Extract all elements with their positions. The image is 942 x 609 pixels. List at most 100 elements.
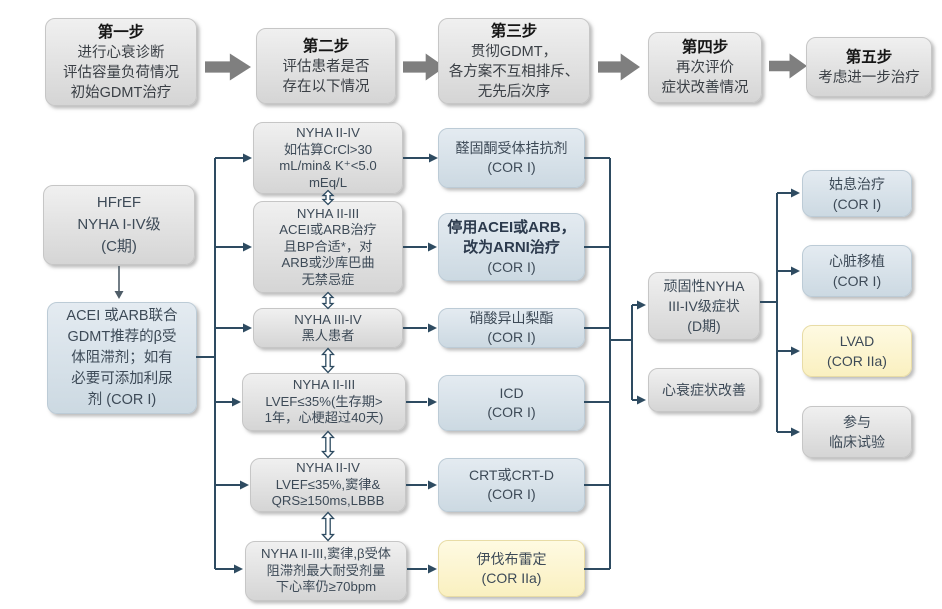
text-line: 体阻滞剂；如有 [71, 349, 173, 366]
connector-line [403, 157, 429, 570]
text-line: NYHA II-III [296, 205, 360, 221]
step-title: 第四步 [681, 39, 729, 56]
text-line: ICD [499, 385, 524, 401]
text-line: 再次评价 [676, 60, 734, 76]
text-line: NYHA II-IV [296, 460, 360, 476]
text-line: (COR IIa) [827, 353, 887, 369]
right-block-arrow-icon [769, 53, 807, 79]
text-line: 考虑进一步治疗 [818, 69, 920, 86]
text-line: 进行心衰诊断 [77, 44, 165, 61]
condition-sinus-hr70-box: NYHA II-III,窦律,β受体 阻滞剂最大耐受剂量 下心率仍≥70bpm [245, 541, 407, 601]
treatment-crt-box: CRT或CRT-D (COR I) [438, 458, 585, 512]
further-transplant-box: 心脏移植 (COR I) [802, 245, 912, 297]
text-line: 无禁忌症 [301, 271, 355, 287]
text-line: 参与 [843, 414, 871, 430]
step-title: 第一步 [97, 23, 145, 41]
step-title: 第五步 [845, 48, 893, 66]
text-line: (COR I) [487, 404, 536, 420]
step5-box: 第五步 考虑进一步治疗 [806, 37, 932, 97]
condition-acei-arb-bp-box: NYHA II-III ACEI或ARB治疗 且BP合适*，对 ARB或沙库巴曲… [253, 201, 403, 293]
text-line: 且BP合适*，对 [283, 238, 373, 254]
treatment-isdn-box: 硝酸异山梨酯 (COR I) [438, 308, 585, 348]
down-arrow-icon [114, 266, 124, 299]
initial-gdmt-therapy-box: ACEI 或ARB联合 GDMT推荐的β受 体阻滞剂；如有 必要可添加利尿 剂 … [47, 302, 197, 414]
text-line: (COR IIa) [481, 569, 542, 586]
text-line: 下心率仍≥70bpm [275, 579, 377, 595]
text-line: LVEF≤35%,窦律& [275, 476, 381, 492]
text-line: LVAD [839, 333, 875, 349]
text-line: mEq/L [308, 174, 348, 190]
further-palliative-box: 姑息治疗 (COR I) [802, 170, 912, 217]
treatment-icd-box: ICD (COR I) [438, 375, 585, 431]
right-block-arrow-icon [598, 53, 640, 81]
text-line: (COR I) [487, 486, 536, 502]
connector-line [196, 158, 216, 569]
step2-box: 第二步 评估患者是否 存在以下情况 [256, 28, 396, 104]
text-line: (D期) [687, 318, 721, 334]
text-line: (C期) [101, 238, 137, 255]
connector-line [610, 304, 637, 401]
treatment-arni-box: 停用ACEI或ARB， 改为ARNI治疗 (COR I) [438, 213, 585, 281]
text-line: (COR I) [487, 329, 536, 345]
text-line: ARB或沙库巴曲 [281, 255, 375, 271]
text-line: 停用ACEI或ARB， [447, 218, 576, 236]
text-line: NYHA II-III,窦律,β受体 [261, 546, 391, 562]
text-line: 初始GDMT治疗 [70, 84, 172, 101]
text-line: (COR I) [487, 159, 536, 175]
further-trial-box: 参与 临床试验 [802, 406, 912, 458]
text-line: 姑息治疗 [829, 175, 885, 192]
condition-lvef35-survival-box: NYHA II-III LVEF≤35%(生存期> 1年，心梗超过40天) [242, 373, 406, 431]
text-line: 心脏移植 [829, 253, 885, 269]
text-line: 评估患者是否 [282, 58, 370, 75]
text-line: ACEI或ARB治疗 [279, 222, 377, 238]
text-line: HFrEF [96, 194, 142, 211]
step3-box: 第三步 贯彻GDMT， 各方案不互相排斥、 无先后次序 [438, 18, 590, 104]
text-line: ACEI 或ARB联合 [66, 307, 178, 324]
text-line: QRS≥150ms,LBBB [271, 493, 385, 509]
text-line: mL/min& K⁺<5.0 [279, 158, 377, 173]
text-line: 黑人患者 [301, 328, 355, 343]
condition-lvef35-qrs-box: NYHA II-IV LVEF≤35%,窦律& QRS≥150ms,LBBB [250, 458, 406, 512]
text-line: CRT或CRT-D [468, 467, 555, 483]
step1-box: 第一步 进行心衰诊断 评估容量负荷情况 初始GDMT治疗 [45, 18, 197, 106]
text-line: 剂 (COR I) [87, 391, 157, 408]
text-line: 临床试验 [829, 434, 885, 450]
treatment-ivabradine-box: 伊伐布雷定 (COR IIa) [438, 540, 585, 597]
text-line: 醛固酮受体拮抗剂 [455, 140, 568, 156]
text-line: (COR I) [832, 273, 882, 289]
text-line: (COR I) [832, 195, 882, 212]
text-line: 顽固性NYHA [663, 278, 745, 294]
further-lvad-box: LVAD (COR IIa) [802, 325, 912, 377]
text-line: LVEF≤35%(生存期> [265, 393, 383, 409]
hfref-stage-c-box: HFrEF NYHA I-IV级 (C期) [43, 185, 195, 265]
step4-box: 第四步 再次评价 症状改善情况 [648, 32, 762, 103]
connector-line [760, 192, 791, 433]
text-line: 必要可添加利尿 [71, 370, 173, 387]
text-line: (COR I) [487, 258, 536, 275]
text-line: 1年，心梗超过40天) [264, 410, 384, 426]
condition-black-patients-box: NYHA III-IV 黑人患者 [253, 308, 403, 348]
text-line: 存在以下情况 [282, 78, 370, 95]
text-line: 各方案不互相排斥、 [448, 63, 580, 80]
text-line: 阻滞剂最大耐受剂量 [266, 562, 386, 578]
text-line: 无先后次序 [477, 83, 551, 100]
text-line: 症状改善情况 [661, 80, 749, 96]
connector-line [215, 157, 243, 570]
connector-line [584, 157, 611, 570]
step-title: 第二步 [302, 37, 350, 55]
treatment-mra-box: 醛固酮受体拮抗剂 (COR I) [438, 128, 585, 188]
text-line: III-IV级症状 [668, 298, 740, 314]
right-block-arrow-icon [205, 53, 251, 81]
condition-crcl-k-box: NYHA II-IV 如估算CrCl>30 mL/min& K⁺<5.0 mEq… [253, 122, 403, 194]
text-line: NYHA I-IV级 [77, 216, 161, 233]
text-line: 贯彻GDMT， [470, 43, 558, 60]
text-line: NYHA III-IV [294, 311, 362, 327]
text-line: GDMT推荐的β受 [67, 328, 177, 345]
text-line: 评估容量负荷情况 [63, 64, 179, 81]
text-line: NYHA II-IV [296, 125, 360, 140]
text-line: 硝酸异山梨酯 [469, 310, 554, 326]
outcome-improved-box: 心衰症状改善 [648, 368, 760, 412]
text-line: 伊伐布雷定 [476, 550, 547, 567]
text-line: NYHA II-III [292, 377, 356, 393]
